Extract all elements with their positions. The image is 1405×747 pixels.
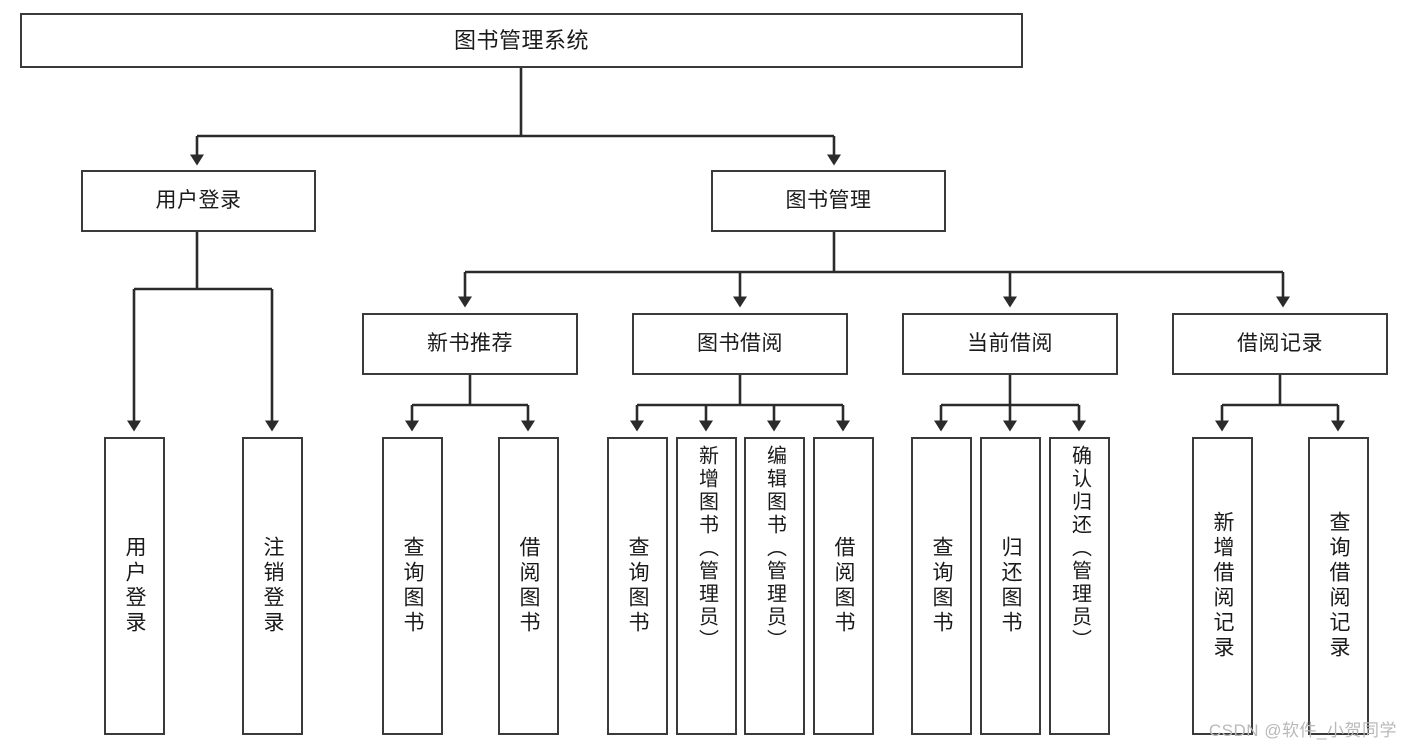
node-label: 确认归还（管理员） bbox=[1068, 445, 1091, 652]
node-label: 用户登录 bbox=[155, 188, 242, 212]
leaf-query-books-recommend[interactable]: 查询图书 bbox=[382, 437, 443, 735]
node-label: 查询借阅记录 bbox=[1327, 511, 1350, 661]
node-label: 查询图书 bbox=[626, 536, 649, 636]
leaf-logout[interactable]: 注销登录 bbox=[242, 437, 303, 735]
node-root-book-management-system[interactable]: 图书管理系统 bbox=[20, 13, 1023, 68]
leaf-add-book-admin[interactable]: 新增图书（管理员） bbox=[676, 437, 737, 735]
node-label: 新增图书（管理员） bbox=[695, 445, 718, 652]
leaf-query-books-borrowing[interactable]: 查询图书 bbox=[607, 437, 668, 735]
node-user-login[interactable]: 用户登录 bbox=[81, 170, 316, 232]
leaf-user-login[interactable]: 用户登录 bbox=[104, 437, 165, 735]
node-label: 图书管理系统 bbox=[453, 27, 589, 53]
node-label: 借阅记录 bbox=[1237, 331, 1323, 355]
node-label: 新增借阅记录 bbox=[1211, 511, 1234, 661]
leaf-confirm-return-admin[interactable]: 确认归还（管理员） bbox=[1049, 437, 1110, 735]
node-label: 查询图书 bbox=[401, 536, 424, 636]
node-label: 新书推荐 bbox=[427, 331, 513, 355]
node-label: 用户登录 bbox=[123, 536, 146, 636]
leaf-add-borrow-record[interactable]: 新增借阅记录 bbox=[1192, 437, 1253, 735]
node-book-management[interactable]: 图书管理 bbox=[711, 170, 946, 232]
leaf-borrow-books-recommend[interactable]: 借阅图书 bbox=[498, 437, 559, 735]
csdn-watermark: CSDN @软件_小贺同学 bbox=[1208, 721, 1397, 740]
node-borrow-records[interactable]: 借阅记录 bbox=[1172, 313, 1388, 375]
node-new-book-recommendation[interactable]: 新书推荐 bbox=[362, 313, 578, 375]
leaf-edit-book-admin[interactable]: 编辑图书（管理员） bbox=[744, 437, 805, 735]
node-label: 当前借阅 bbox=[967, 331, 1053, 355]
node-label: 查询图书 bbox=[930, 536, 953, 636]
leaf-query-borrow-record[interactable]: 查询借阅记录 bbox=[1308, 437, 1369, 735]
leaf-return-books[interactable]: 归还图书 bbox=[980, 437, 1041, 735]
node-label: 图书管理 bbox=[785, 188, 872, 212]
node-label: 编辑图书（管理员） bbox=[763, 445, 786, 652]
node-label: 借阅图书 bbox=[832, 536, 855, 636]
leaf-borrow-books-borrowing[interactable]: 借阅图书 bbox=[813, 437, 874, 735]
node-label: 归还图书 bbox=[999, 536, 1022, 636]
node-label: 借阅图书 bbox=[517, 536, 540, 636]
node-label: 注销登录 bbox=[261, 536, 284, 636]
node-current-borrowing[interactable]: 当前借阅 bbox=[902, 313, 1118, 375]
leaf-query-books-current[interactable]: 查询图书 bbox=[911, 437, 972, 735]
node-book-borrowing[interactable]: 图书借阅 bbox=[632, 313, 848, 375]
node-label: 图书借阅 bbox=[697, 331, 783, 355]
